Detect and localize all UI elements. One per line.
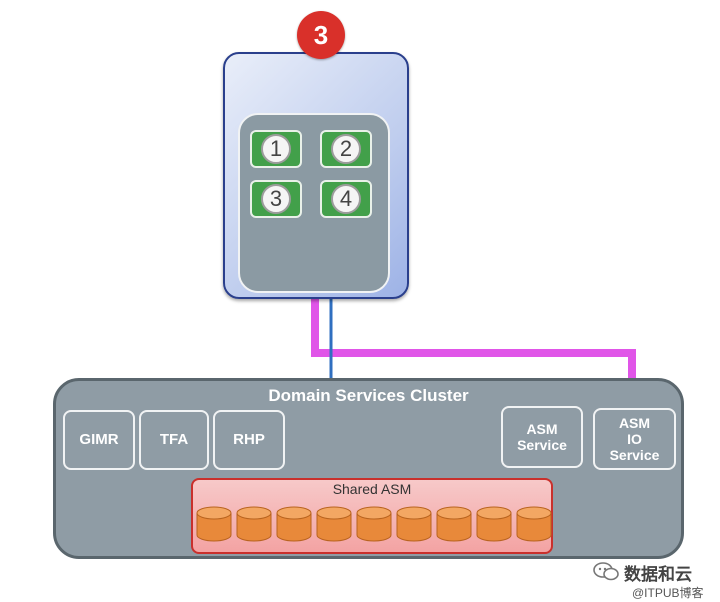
asm-io-line-2: IO	[627, 431, 642, 447]
disk-icon	[515, 506, 553, 542]
shared-asm-title: Shared ASM	[332, 481, 412, 497]
disk-icon	[475, 506, 513, 542]
instance-tile-4: 4	[320, 180, 372, 218]
disk-icon	[355, 506, 393, 542]
instance-number: 3	[261, 184, 291, 214]
disk-icon	[235, 506, 273, 542]
instance-number: 1	[261, 134, 291, 164]
cluster-title: Domain Services Cluster	[268, 386, 469, 405]
instance-tile-2: 2	[320, 130, 372, 168]
tfa-service: TFA	[139, 410, 209, 470]
asm-service-line-1: ASM	[526, 421, 558, 437]
asm-io-service: ASM IO Service	[593, 408, 676, 470]
watermark-title: 数据和云	[624, 565, 692, 584]
asm-io-line-3: Service	[609, 447, 660, 463]
magenta-link	[311, 298, 636, 382]
asm-service: ASM Service	[501, 406, 583, 468]
instance-tile-3: 3	[250, 180, 302, 218]
disk-icon	[275, 506, 313, 542]
wechat-icon	[593, 562, 619, 581]
watermark-subtitle: @ITPUB博客	[632, 586, 704, 600]
instance-number: 4	[331, 184, 361, 214]
instance-number: 2	[331, 134, 361, 164]
instance-tile-1: 1	[250, 130, 302, 168]
disk-icon	[435, 506, 473, 542]
disk-icon	[195, 506, 233, 542]
asm-service-line-2: Service	[517, 437, 567, 453]
step-badge: 3	[297, 11, 345, 59]
disk-icon	[395, 506, 433, 542]
disk-icon	[315, 506, 353, 542]
gimr-service: GIMR	[63, 410, 135, 470]
rhp-service: RHP	[213, 410, 285, 470]
asm-io-line-1: ASM	[618, 415, 651, 431]
